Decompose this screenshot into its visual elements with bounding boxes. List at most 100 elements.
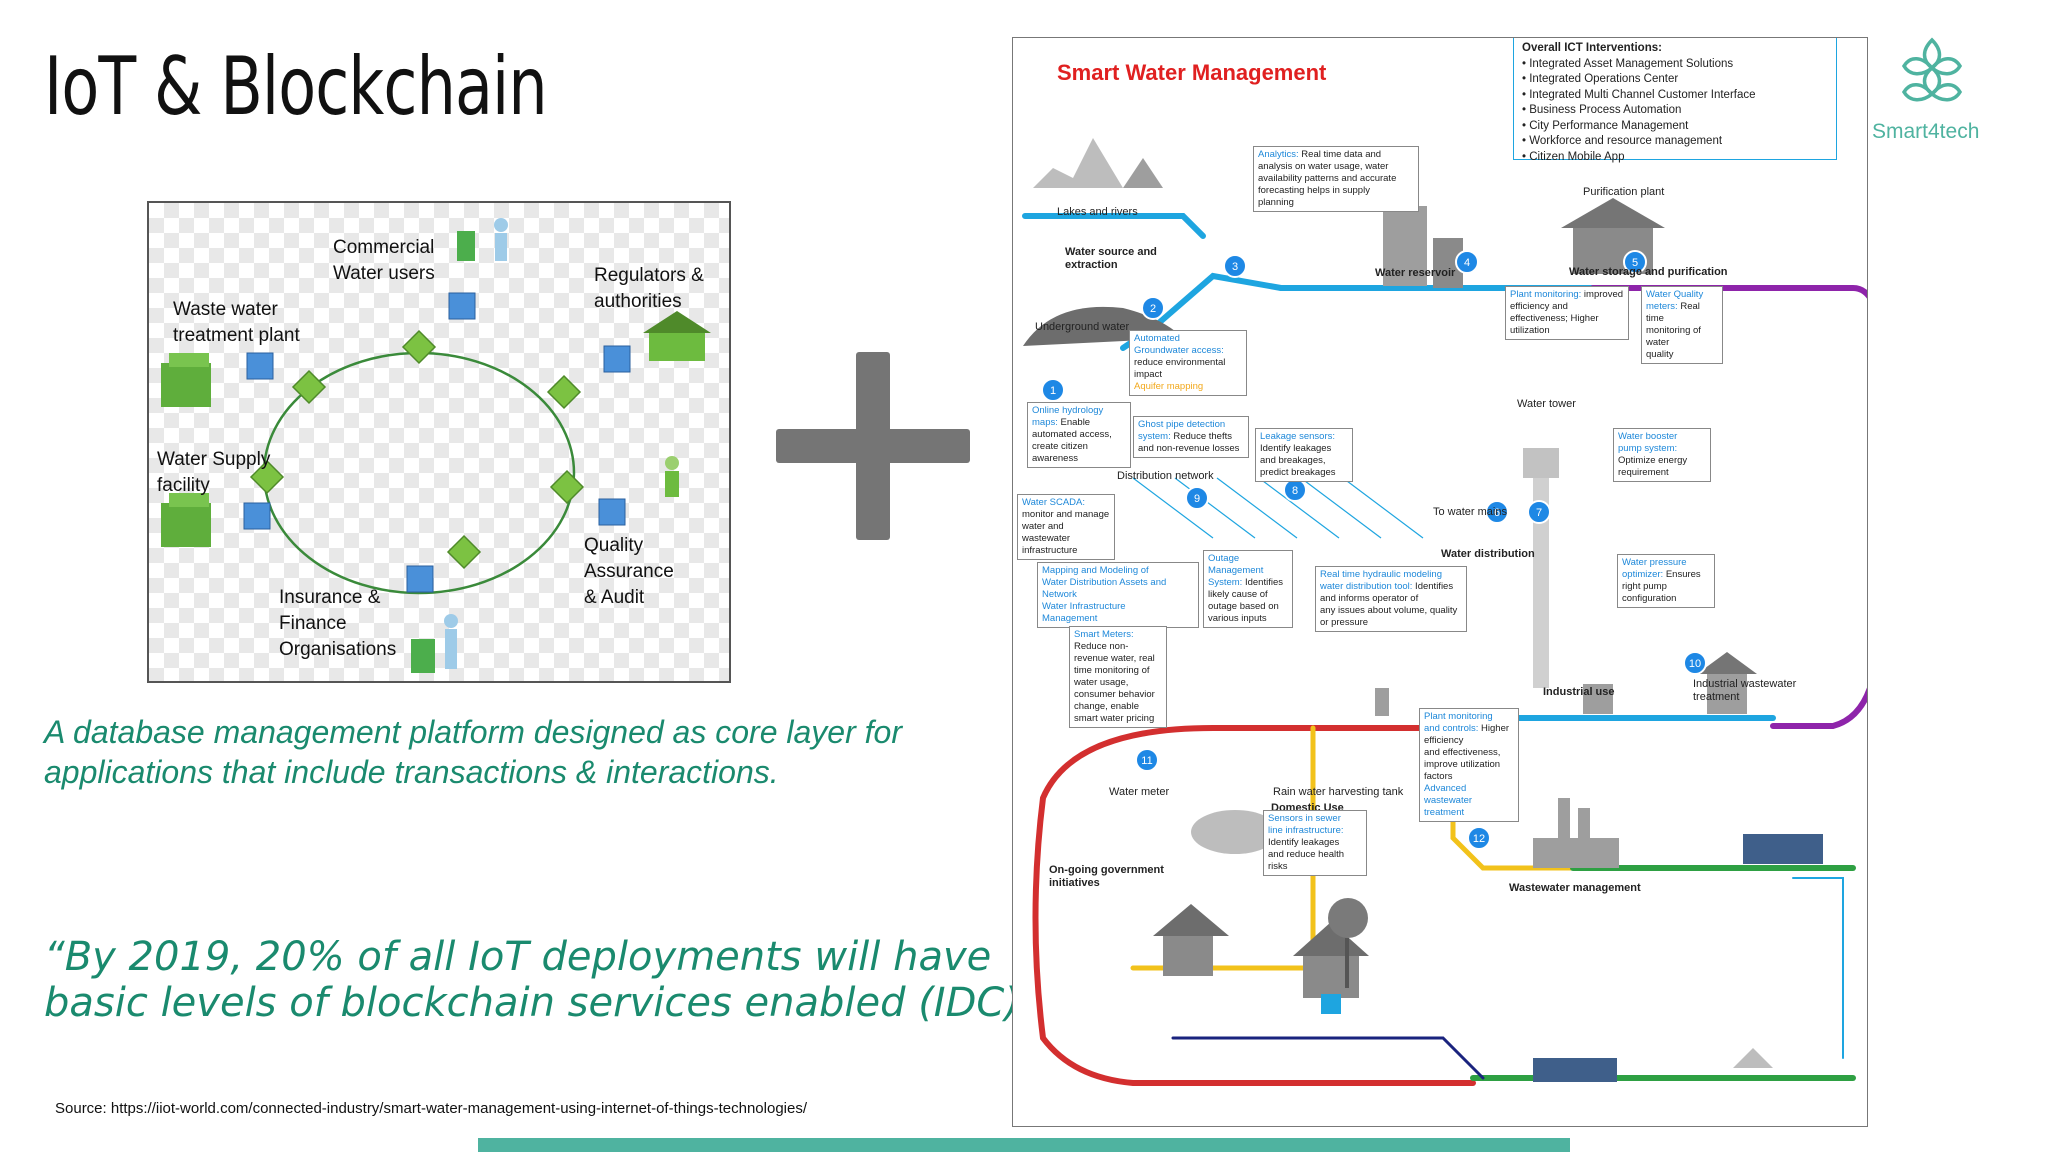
callout-heading: Sensors in sewer line infrastructure: bbox=[1268, 813, 1344, 836]
svg-text:6: 6 bbox=[1494, 507, 1500, 519]
label-water-tower: Water tower bbox=[1517, 398, 1576, 410]
callout-hydrology: Online hydrology maps: Enable automated … bbox=[1027, 402, 1131, 468]
marker-6: 6 bbox=[1485, 500, 1509, 524]
svg-text:10: 10 bbox=[1689, 658, 1701, 670]
logo-mark-icon bbox=[1901, 37, 1963, 102]
callout-extra: Advanced wastewater treatment bbox=[1424, 783, 1473, 818]
callout-groundwater: Automated Groundwater access: reduce env… bbox=[1129, 330, 1247, 396]
label-water-supply-facility: Water Supply facility bbox=[157, 449, 271, 496]
ict-item: • Citizen Mobile App bbox=[1522, 150, 1625, 163]
callout-heading: Smart Meters: bbox=[1074, 629, 1134, 640]
label-wastewater-mgmt: Wastewater management bbox=[1509, 882, 1641, 894]
plus-icon bbox=[776, 352, 970, 545]
callout-body: Ensures right pump configuration bbox=[1622, 569, 1701, 604]
bottom-accent-bar bbox=[478, 1138, 1570, 1152]
label-water-source: Water source and extraction bbox=[1065, 246, 1157, 271]
callout-heading: Mapping and Modeling of Water Distributi… bbox=[1042, 565, 1167, 624]
distribution-network-lines bbox=[1132, 477, 1424, 539]
marker-10: 10 bbox=[1683, 651, 1707, 675]
label-underground: Underground water bbox=[1035, 321, 1130, 333]
label-storage-purification: Water storage and purification bbox=[1569, 266, 1728, 278]
svg-text:3: 3 bbox=[1232, 261, 1238, 273]
callout-sewer: Sensors in sewer line infrastructure: Id… bbox=[1263, 810, 1367, 876]
callout-body: Optimize energy requirement bbox=[1618, 455, 1688, 478]
callout-heading: Automated Groundwater access: bbox=[1134, 333, 1224, 356]
callout-heading: Real time hydraulic modeling water distr… bbox=[1320, 569, 1442, 592]
callout-heading: Leakage sensors: bbox=[1260, 431, 1335, 442]
label-govt: On-going government initiatives bbox=[1049, 864, 1164, 889]
logo-wordmark: Smart4tech bbox=[1872, 120, 1980, 143]
callout-body: Higher efficiency and effectiveness, imp… bbox=[1424, 723, 1510, 782]
callout-plant-monitoring: Plant monitoring: improved efficiency an… bbox=[1505, 286, 1629, 340]
marker-7: 7 bbox=[1527, 500, 1551, 524]
callout-mapping: Mapping and Modeling of Water Distributi… bbox=[1037, 562, 1199, 628]
callout-outage: Outage Management System: Identifies lik… bbox=[1203, 550, 1293, 628]
ict-item: • Integrated Asset Management Solutions bbox=[1522, 57, 1734, 70]
blockchain-network-image: Commercial Water users Regulators & auth… bbox=[147, 201, 731, 683]
callout-body: Identify leakages and breakages, predict… bbox=[1260, 443, 1336, 478]
ict-interventions-box: Overall ICT Interventions: • Integrated … bbox=[1513, 38, 1837, 163]
label-industrial-use: Industrial use bbox=[1543, 686, 1615, 698]
ict-item: • Integrated Operations Center bbox=[1522, 73, 1679, 85]
ict-list: • Integrated Asset Management Solutions •… bbox=[1522, 57, 1828, 166]
label-water-meter: Water meter bbox=[1109, 786, 1170, 798]
callout-body: reduce environmental impact bbox=[1134, 357, 1226, 380]
callout-heading: Water pressure optimizer: bbox=[1622, 557, 1687, 580]
label-regulators: Regulators & authorities bbox=[594, 265, 704, 312]
ict-item: • Business Process Automation bbox=[1522, 104, 1682, 116]
callout-water-quality: Water Quality meters: Real time monitori… bbox=[1641, 286, 1723, 364]
marker-1: 1 bbox=[1041, 378, 1065, 402]
callout-analytics: Analytics: Real time data and analysis o… bbox=[1253, 146, 1419, 212]
svg-text:9: 9 bbox=[1194, 493, 1200, 505]
person-icons bbox=[411, 218, 679, 673]
svg-text:1: 1 bbox=[1050, 385, 1056, 397]
scenery bbox=[1023, 138, 1823, 1082]
label-water-distribution: Water distribution bbox=[1441, 548, 1535, 560]
callout-plant-controls: Plant monitoring and controls: Higher ef… bbox=[1419, 708, 1519, 822]
callout-extra: Aquifer mapping bbox=[1134, 381, 1204, 392]
ict-title: Overall ICT Interventions: bbox=[1522, 42, 1662, 54]
callout-heading: Online hydrology maps: bbox=[1032, 405, 1104, 428]
ict-item: • City Performance Management bbox=[1522, 119, 1689, 132]
marker-4: 4 bbox=[1455, 250, 1479, 274]
marker-2: 2 bbox=[1141, 296, 1165, 320]
marker-12: 12 bbox=[1467, 826, 1491, 850]
label-quality-assurance: Quality Assurance & Audit bbox=[584, 535, 674, 608]
marker-8: 8 bbox=[1283, 478, 1307, 502]
label-commercial-water-users: Commercial Water users bbox=[333, 237, 435, 284]
smart4tech-logo bbox=[1862, 32, 2002, 152]
label-insurance-finance: Insurance & Finance Organisations bbox=[279, 587, 397, 660]
svg-text:2: 2 bbox=[1150, 303, 1156, 315]
callout-booster: Water booster pump system: Optimize ener… bbox=[1613, 428, 1711, 482]
callout-heading: Water SCADA: bbox=[1022, 497, 1085, 508]
callout-body: Real time data and analysis on water usa… bbox=[1258, 149, 1397, 208]
callout-body: Identify leakages and reduce health risk… bbox=[1268, 837, 1345, 872]
callout-body: Real time monitoring of water quality bbox=[1646, 301, 1701, 360]
callout-heading: Ghost pipe detection system: bbox=[1138, 419, 1226, 442]
label-to-water-mains: To water mains bbox=[1433, 506, 1507, 518]
label-industrial-wastewater: Industrial wastewater treatment bbox=[1693, 678, 1797, 703]
callout-heading: Water booster pump system: bbox=[1618, 431, 1678, 454]
marker-3: 3 bbox=[1223, 254, 1247, 278]
svg-text:5: 5 bbox=[1632, 257, 1638, 269]
callout-body: Enable automated access, create citizen … bbox=[1032, 417, 1112, 464]
svg-text:4: 4 bbox=[1464, 257, 1470, 269]
slide-title: IoT & Blockchain bbox=[44, 40, 548, 133]
callout-heading: Plant monitoring and controls: bbox=[1424, 711, 1493, 734]
diagram-title: Smart Water Management bbox=[1057, 60, 1327, 85]
callout-heading: Plant monitoring: bbox=[1510, 289, 1582, 300]
callout-heading: Analytics: bbox=[1258, 149, 1299, 160]
label-reservoir: Water reservoir bbox=[1375, 267, 1456, 279]
ict-item: • Workforce and resource management bbox=[1522, 135, 1723, 147]
callout-body: Reduce non- revenue water, real time mon… bbox=[1074, 641, 1155, 724]
callout-hydraulic: Real time hydraulic modeling water distr… bbox=[1315, 566, 1467, 632]
source-citation: Source: https://iiot-world.com/connected… bbox=[55, 1100, 807, 1117]
svg-text:12: 12 bbox=[1473, 833, 1485, 845]
label-lakes: Lakes and rivers bbox=[1057, 206, 1138, 218]
callout-body: Identifies and informs operator of any i… bbox=[1320, 581, 1458, 628]
callout-leakage: Leakage sensors: Identify leakages and b… bbox=[1255, 428, 1353, 482]
callout-body: Identifies likely cause of outage based … bbox=[1208, 577, 1283, 624]
